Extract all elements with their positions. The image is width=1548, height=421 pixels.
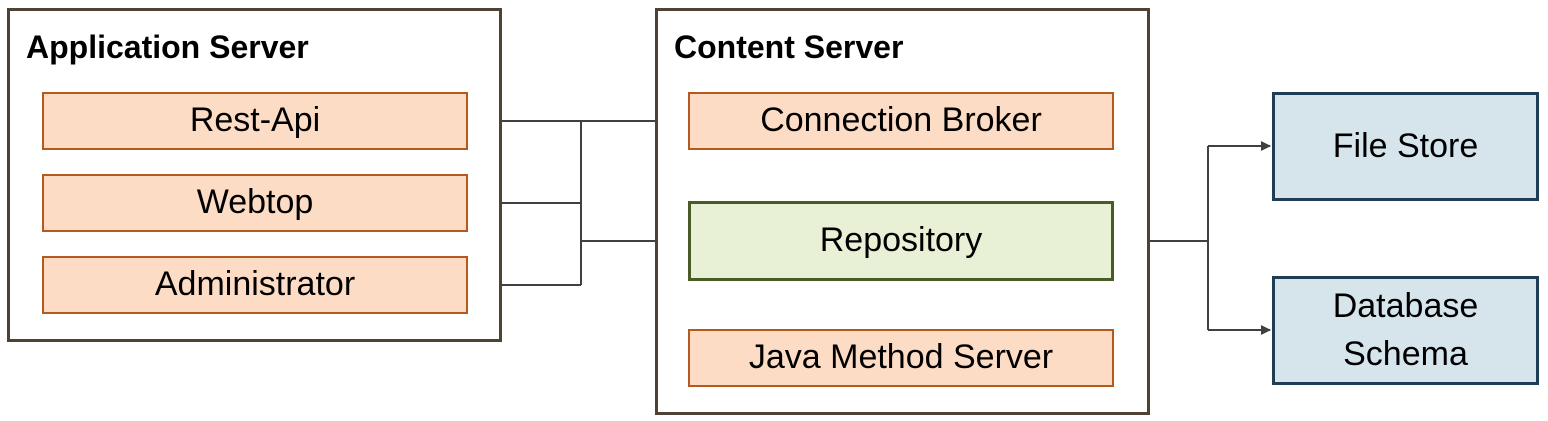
repository-box[interactable]: Repository (688, 201, 1114, 281)
webtop-box[interactable]: Webtop (42, 174, 468, 232)
java-method-server-label: Java Method Server (748, 338, 1054, 377)
database-schema-label-line2: Schema (1343, 334, 1468, 373)
application-server-title: Application Server (26, 29, 309, 65)
file-store-label: File Store (1332, 126, 1479, 165)
database-schema-label-line1: Database (1332, 286, 1479, 325)
java-method-server-box[interactable]: Java Method Server (688, 329, 1114, 387)
repository-label: Repository (819, 221, 983, 260)
database-schema-box[interactable]: Database Schema (1272, 276, 1539, 385)
administrator-label: Administrator (154, 265, 356, 304)
rest-api-box[interactable]: Rest-Api (42, 92, 468, 150)
administrator-box[interactable]: Administrator (42, 256, 468, 314)
connection-broker-box[interactable]: Connection Broker (688, 92, 1114, 150)
file-store-box[interactable]: File Store (1272, 92, 1539, 201)
rest-api-label: Rest-Api (189, 101, 321, 140)
connection-broker-label: Connection Broker (760, 101, 1042, 140)
content-server-title: Content Server (674, 29, 904, 65)
webtop-label: Webtop (196, 183, 314, 222)
